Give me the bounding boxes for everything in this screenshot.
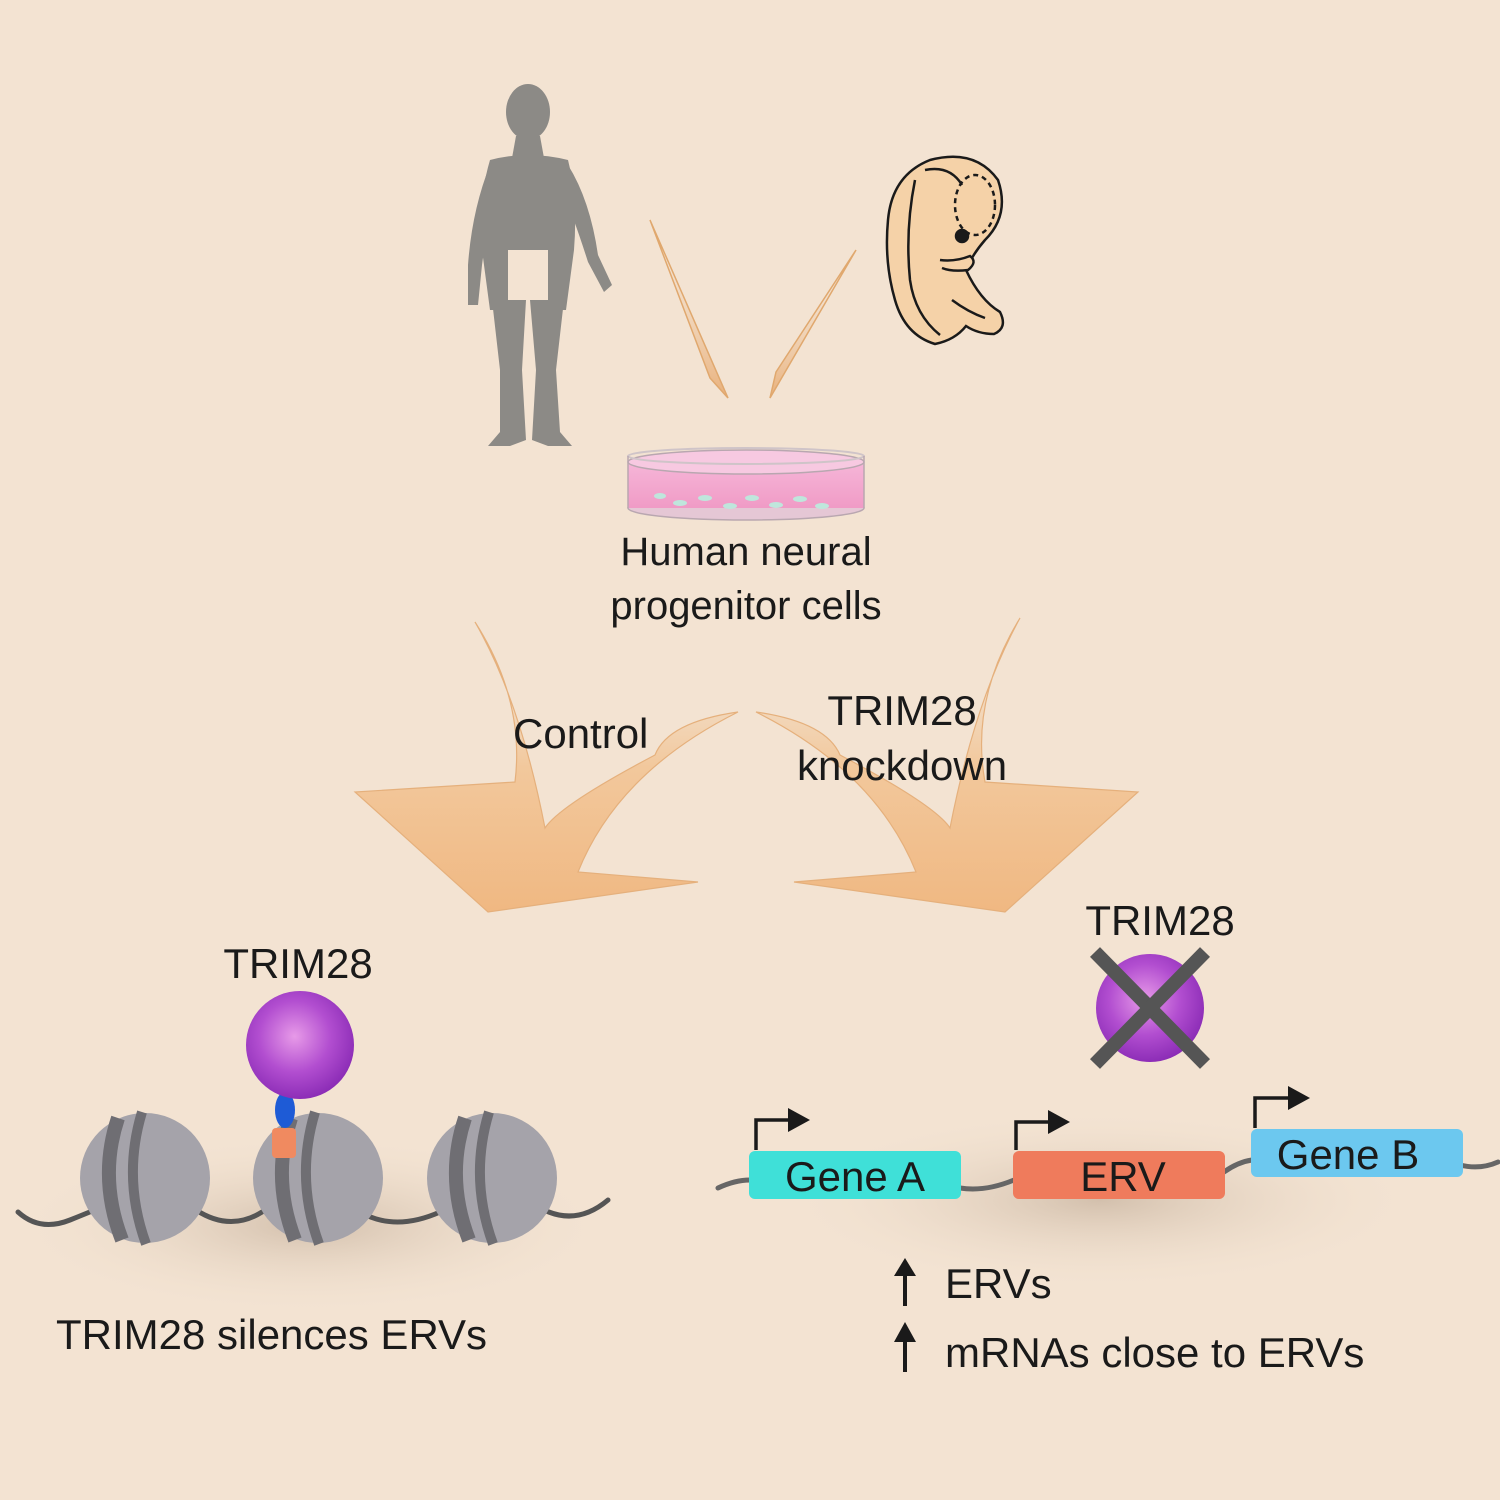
branch-arrow-knockdown xyxy=(755,617,1140,913)
trim28-label-knockdown: TRIM28 xyxy=(1085,897,1235,944)
source-title-line1: Human neural xyxy=(620,530,872,574)
result-erv-increase: ERVs xyxy=(945,1260,1052,1307)
dna-strand xyxy=(715,1157,1500,1192)
knockdown-label-line2: knockdown xyxy=(796,742,1008,789)
cross-out-icon xyxy=(1090,947,1210,1069)
erv-box xyxy=(1013,1151,1225,1199)
petri-dish-icon xyxy=(627,447,865,521)
result-mrna-increase: mRNAs close to ERVs xyxy=(945,1329,1365,1376)
human-figure-icon xyxy=(468,84,612,446)
gene-b-box xyxy=(1251,1129,1463,1177)
up-arrow-icon xyxy=(894,1322,916,1372)
trim28-label-control: TRIM28 xyxy=(223,940,373,987)
converging-arrows xyxy=(649,219,857,399)
control-caption: TRIM28 silences ERVs xyxy=(56,1311,488,1358)
embryo-icon xyxy=(885,155,1005,346)
trim28-bound-complex xyxy=(246,991,354,1158)
trim28-crossed-out xyxy=(1090,947,1210,1069)
gene-a-label: Gene A xyxy=(784,1153,926,1200)
gene-b-label: Gene B xyxy=(1276,1131,1420,1178)
transcription-start-arrow-icon xyxy=(754,1096,1290,1150)
chromatin-fiber xyxy=(15,1197,611,1227)
control-label: Control xyxy=(513,710,649,757)
erv-label: ERV xyxy=(1080,1153,1166,1200)
nucleosome-icon xyxy=(80,1110,210,1246)
gene-a-box xyxy=(749,1151,961,1199)
knockdown-label-line1: TRIM28 xyxy=(827,687,977,734)
source-title-line2: progenitor cells xyxy=(610,584,882,628)
branch-arrow-control xyxy=(353,621,739,913)
up-arrow-icon xyxy=(894,1258,916,1306)
nucleosome-icon xyxy=(427,1110,557,1246)
